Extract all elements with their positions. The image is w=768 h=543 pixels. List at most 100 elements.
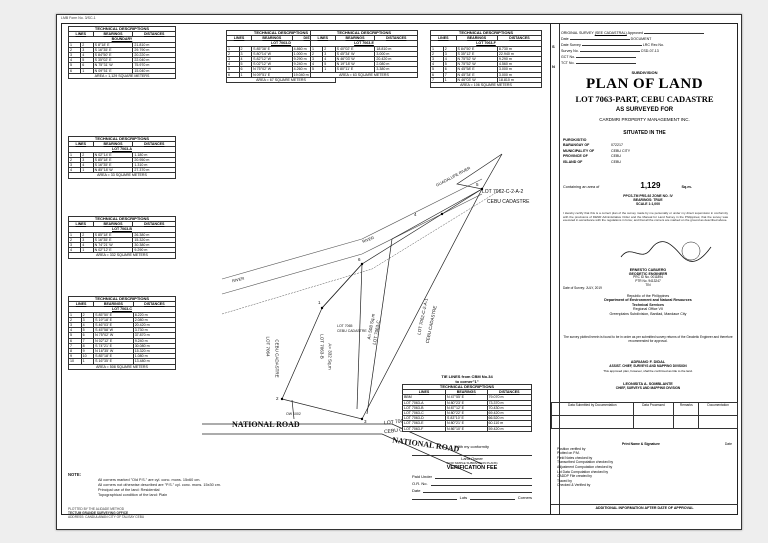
loc-key: ISLAND OF	[563, 159, 583, 164]
compass-column: S N	[551, 24, 560, 514]
rep-line: Republic of the Philippines	[626, 294, 670, 298]
verif-field-paid: Paid Under	[412, 474, 433, 479]
national-road-label-1: NATIONAL ROAD	[232, 420, 300, 429]
notes-title: NOTE:	[68, 472, 82, 477]
chief-name: LEONISITA A. SOMBLANTE	[623, 382, 673, 386]
lot-b-area-label: A= 332 Sq.m	[327, 343, 333, 370]
surveyor-name-text: ERNESTO CABUERO	[629, 268, 667, 272]
loc-val: CEBU	[611, 154, 621, 159]
table-cell: LOT 7063-A	[402, 399, 446, 406]
rtable-cell: Remarks	[673, 402, 700, 416]
rtable-cell: Documentation	[698, 402, 738, 416]
verif-field-corners: Corners	[517, 495, 533, 500]
additional-info: ADDITIONAL INFORMATION AFTER DATE OF APP…	[551, 504, 738, 510]
table-title: TECHNICAL DESCRIPTIONS	[68, 215, 176, 223]
surveyor-details: PRC ID No. 0011894 PTR No. 9413247 TIN D…	[563, 275, 733, 291]
psd-line: SCALE 1:1,000	[636, 202, 660, 206]
table-header: LINES	[67, 301, 95, 308]
table-title: TECHNICAL DESCRIPTIONS	[68, 25, 176, 33]
table-subtitle: LOT 7063-C	[68, 306, 176, 313]
rep-line: Technical Services	[631, 302, 665, 307]
corner-4: 4	[414, 212, 417, 217]
table-header: BEARINGS	[92, 221, 134, 228]
note-line: Principal use of the land: Residential	[98, 488, 160, 492]
table-area: AREA = 67 SQUARE METERS	[226, 76, 336, 84]
date-of-survey: Date of Survey: JULY, 2019	[563, 286, 602, 291]
rep-line: Department of Environment and Natural Re…	[604, 298, 692, 303]
loc-val: 072217	[611, 143, 623, 148]
cebu-cadastre-left-label: CEBU CADASTRE	[274, 339, 280, 378]
corner-3: 3	[364, 419, 367, 424]
area-unit: Sq.m.	[681, 185, 692, 189]
notes: NOTE: All corners marked "Old P.S." are …	[68, 472, 368, 498]
table-area: AREA = 332 SQUARE METERS	[68, 252, 176, 259]
corner-1: 1	[318, 300, 321, 305]
lot-7064-label: LOT 7064	[265, 336, 271, 357]
lower-row: Transcribed Computation checked by	[557, 460, 614, 465]
tb-value: CSD-07-13	[640, 49, 659, 53]
footer-line: TECTUM GRANDE SURVEYING OFFICE	[68, 510, 129, 515]
survey-fields: ORIGINAL SURVEY (SEE CADASTRAL) Approved…	[561, 30, 731, 66]
conformity: With my conformity	[454, 444, 489, 449]
note-line: Topographical condition of the land: Pla…	[98, 493, 168, 497]
approval-note: The survey plotted herein is found to be…	[563, 335, 733, 343]
certification-text: I Hereby certify that this is a correct …	[563, 211, 728, 223]
tb-value: LRC Rec No.	[642, 43, 664, 47]
rtable-cell: Data Submitted by Documentation	[551, 402, 634, 416]
projection-info: PPCS-TM PRS-92 ZONE NO. IV BEARINGS: TRU…	[563, 194, 733, 206]
table-subtitle: LOT 7063-A	[68, 146, 176, 153]
table-header: DISTANCES	[374, 35, 418, 42]
table-area: AREA = 1,129 SQUARE METERS	[68, 72, 176, 80]
table-cell: LOT 7063-B	[402, 404, 446, 412]
approved-line: This approved plan, however, shall be co…	[603, 368, 693, 373]
table-cell: LOT 7063-F	[402, 425, 446, 432]
table-header: LINES	[225, 35, 253, 42]
tie-lines: TIE LINES from CBM No.34 to corner"1" TE…	[402, 374, 533, 432]
corner-5: 5	[476, 182, 479, 187]
table-subtitle: BOUNDARY	[68, 36, 176, 43]
loc-key: PUROK/SITIO	[563, 138, 587, 142]
table-header: DISTANCES	[132, 221, 176, 228]
note-line: All corners marked "Old P.S." are cyl. c…	[98, 478, 201, 482]
surveyor-sub: PRC ID No. 0011894	[633, 275, 663, 279]
note-line: All corners not otherwise described are …	[98, 483, 221, 487]
rep-line: Regional Office VII	[633, 307, 663, 312]
asst-chief-title: ASSIST. CHIEF, SURVEYS AND MAPPING DIVIS…	[609, 364, 687, 369]
table-area: AREA = 63 SQUARE METERS	[310, 71, 418, 78]
title-block: S N ORIGINAL SURVEY (SEE CADASTRAL) Appr…	[550, 24, 738, 514]
verif-field-or: O.R. No.	[412, 481, 428, 486]
table-header: DISTANCES	[132, 301, 177, 308]
table-cell: 59.420 m	[486, 425, 533, 432]
compass-n: N	[552, 64, 555, 69]
table-title: TECHNICAL DESCRIPTIONS	[402, 383, 532, 391]
table-subtitle: LOT 7063-E	[310, 40, 418, 47]
lower-row: Position verified by	[557, 446, 586, 451]
table-header: DISTANCES	[486, 389, 533, 396]
lower-row: Checked & Verified by	[557, 483, 591, 488]
lower-row: Adjustment Computation checked by	[557, 464, 613, 469]
table-header: DISTANCES	[496, 35, 543, 42]
table-header: BEARINGS	[92, 31, 134, 38]
records-table: Data Submitted by Documentation Data Pro…	[551, 402, 738, 429]
surveyor-sub: PTR No. 9413247	[635, 278, 661, 283]
table-subtitle: LOT 7063-B	[68, 226, 176, 233]
verif-field-lots: Lots	[459, 495, 468, 500]
area-line: Containing an area of 1,129 Sq.m.	[563, 181, 733, 190]
republic-header: Republic of the Philippines Department o…	[563, 294, 733, 316]
corner-6: 6	[358, 257, 361, 262]
tb-value: (SEE CADASTRAL)	[594, 31, 627, 35]
lower-head: Print Name & Signature	[621, 442, 660, 446]
lower-row: CADDP File created by	[557, 474, 592, 479]
loc-key: BARANGAY OF	[563, 143, 590, 148]
loc-val: CEBU	[611, 159, 621, 164]
